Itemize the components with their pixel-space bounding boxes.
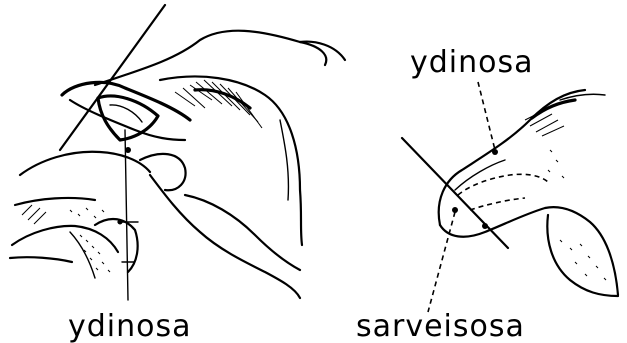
label-ydinosa-right: ydinosa [410,45,534,80]
label-sarveisosa: sarveisosa [356,309,525,343]
nail-ridge-hatching [525,94,605,136]
label-ydinosa-left: ydinosa [68,309,192,343]
right-nail-illustration [402,82,618,312]
nail-stipple [548,150,606,280]
left-hand-illustration [10,5,345,300]
